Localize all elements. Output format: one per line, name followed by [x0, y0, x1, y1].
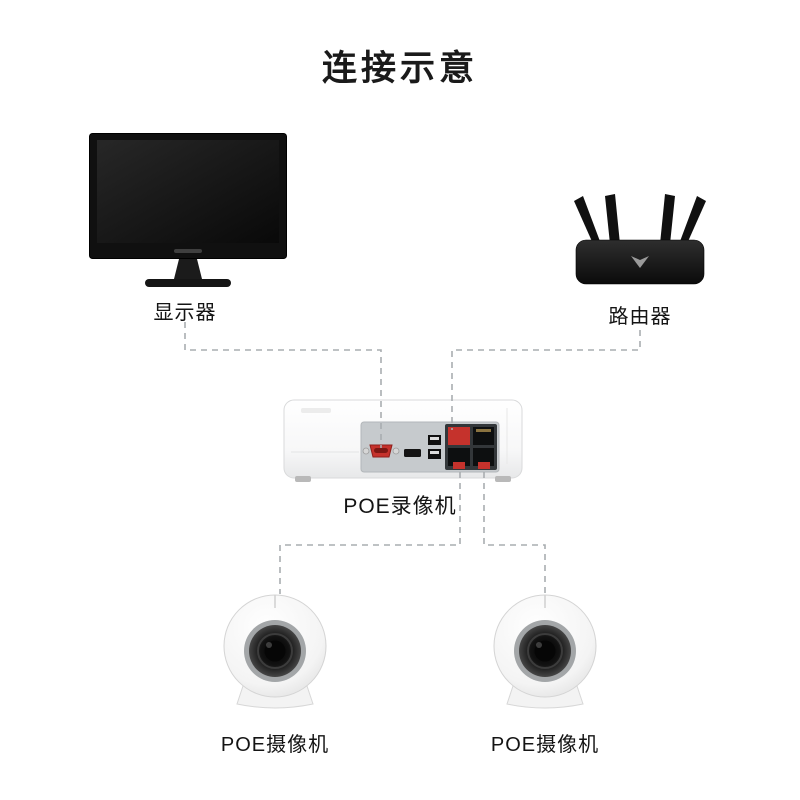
- router-device: [560, 180, 720, 292]
- router-icon: [574, 194, 706, 285]
- router-body: [575, 239, 705, 285]
- router-front-mark: [631, 256, 649, 268]
- camera-left-device: [205, 588, 345, 718]
- recorder-icon: [283, 399, 523, 482]
- recorder-label: POE录像机: [343, 495, 457, 518]
- connector-recorder-to-camera-right: [483, 472, 546, 594]
- vga-port: [362, 444, 400, 458]
- page-title: 连接示意: [321, 49, 478, 88]
- monitor-device: [88, 132, 288, 290]
- hdmi-port: [404, 449, 421, 457]
- recorder-device: [283, 396, 523, 486]
- camera-icon: [223, 594, 327, 709]
- lan-port-tab-red: [478, 462, 490, 469]
- monitor-label: 显示器: [153, 302, 217, 324]
- monitor-stand: [145, 259, 231, 287]
- camera-left-label: POE摄像机: [220, 734, 330, 756]
- camera-lens: [514, 620, 576, 682]
- lan-port-red: [448, 427, 470, 445]
- monitor-screen: [89, 133, 287, 259]
- lan-port-tab-red: [453, 462, 465, 469]
- lan-port: [473, 448, 494, 466]
- recorder-port-panel: [360, 421, 500, 473]
- camera-lens: [244, 620, 306, 682]
- router-antennas: [574, 194, 706, 246]
- camera-right-device: [475, 588, 615, 718]
- camera-icon: [493, 594, 597, 709]
- poe-lan-ports: [445, 424, 497, 470]
- usb-ports: [428, 435, 441, 459]
- camera-right-label: POE摄像机: [490, 734, 600, 756]
- recorder-logo-mark: [301, 408, 331, 413]
- router-label: 路由器: [608, 306, 672, 328]
- monitor-icon: [89, 133, 287, 287]
- lan-port: [448, 448, 470, 466]
